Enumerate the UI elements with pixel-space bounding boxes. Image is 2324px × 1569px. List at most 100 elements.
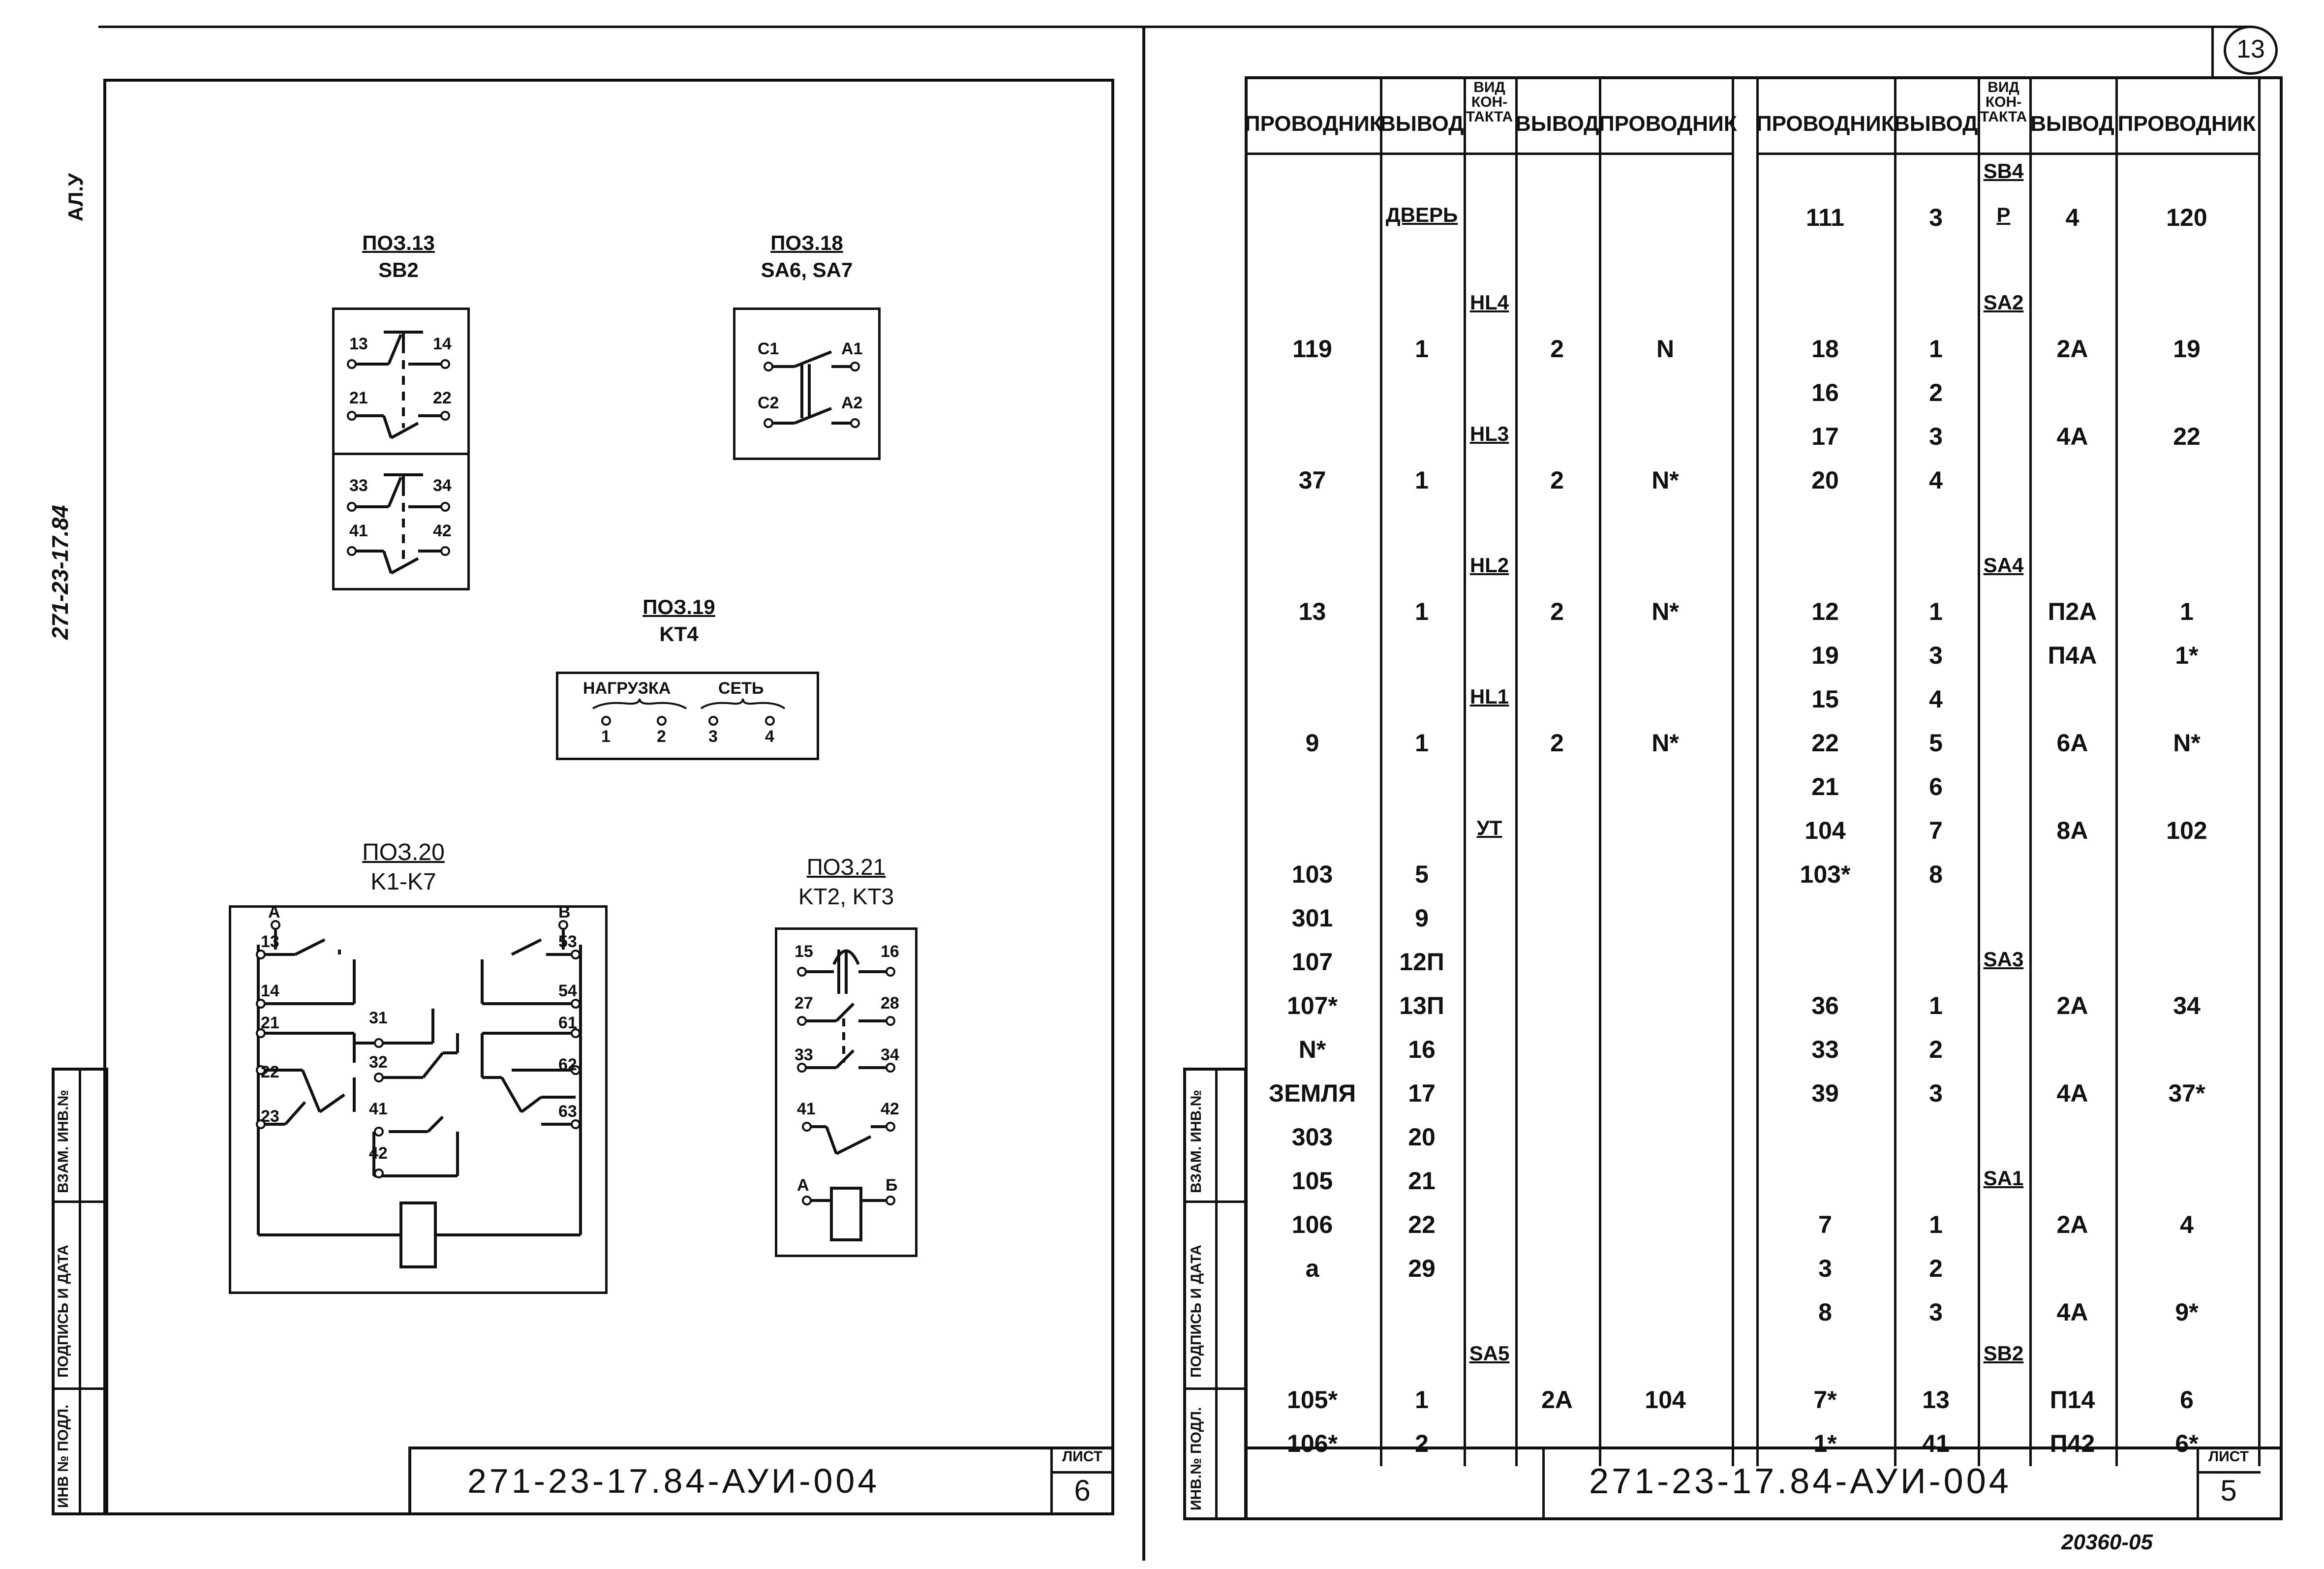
right-table-cell: 8A [2056,817,2088,844]
left-table-cell: 107* [1287,992,1338,1019]
right-table-vline [2115,76,2118,1466]
right-table-cell: 13 [1922,1386,1950,1414]
right-table-cell: П4А [2048,642,2097,669]
right-table-cell: 4 [2065,204,2079,231]
right-table-cell: 4 [1929,466,1943,494]
left-table-cell: HL2 [1469,554,1509,577]
pos13-pin-41: 41 [349,522,368,540]
pos13-pin-21: 21 [349,389,368,407]
left-table-cell: 2 [1550,335,1564,363]
right-table-cell: 34 [2173,992,2201,1019]
right-table-cell: 19 [1811,642,1839,669]
left-table-cell: 12П [1399,948,1444,976]
sheet-number-circle-text: 13 [2236,35,2265,63]
left-table-cell: a [1305,1255,1319,1282]
right-table-cell: 8 [1818,1298,1832,1326]
left-table-cell: 2 [1550,729,1564,757]
right-table-cell: 3 [1818,1255,1832,1282]
right-table-cell: 33 [1811,1036,1839,1063]
left-table-vline [1515,76,1518,1466]
pos19-net: СЕТЬ [718,679,764,698]
left-table-cell: 104 [1645,1386,1686,1414]
pos19-pin-3: 3 [708,727,718,746]
pos20-pin-31: 31 [369,1009,388,1027]
left-table-cell: 22 [1408,1211,1436,1238]
pos13-pin-42: 42 [433,522,452,540]
right-table-cell: 3 [1929,1298,1943,1326]
left-table-cell: 5 [1415,861,1429,888]
pos20-pin-14: 14 [261,982,279,1000]
right-table-cell: 2 [1929,379,1943,406]
pos21-pin-34: 34 [881,1046,899,1064]
left-table-cell: 21 [1408,1167,1436,1195]
left-table-cell: HL4 [1469,291,1509,314]
right-table-cell: 8 [1929,861,1943,888]
pos20-pin-b: B [558,903,571,922]
right-table-cell: 4 [1929,685,1943,713]
right-table-cell: 1* [1813,1430,1837,1457]
left-table-vline [1245,76,1247,1466]
right-table-cell: 39 [1811,1079,1839,1107]
right-table-cell: 1 [1929,598,1943,625]
left-table-cell: 119 [1292,335,1332,363]
right-table-header-1: ПРОВОДНИК [1756,112,1895,136]
left-table-cell: 2 [1415,1430,1429,1457]
left-table-header-2: ВЫВОД [1380,112,1464,136]
left-side-mark: АЛ.У [64,173,87,221]
pos20-ref: K1-K7 [370,869,436,895]
pos19-pin-4: 4 [765,727,774,746]
left-table-cell: 1 [1415,598,1429,625]
pos20-pin-13: 13 [261,932,279,951]
left-table-cell: 9 [1305,729,1319,757]
left-table-cell: 106* [1287,1430,1338,1457]
pos21-ref: KT2, KT3 [798,884,894,909]
pos18-pin-a2: A2 [841,394,863,412]
pos21-pin-41: 41 [797,1100,816,1118]
pos19-pin-1: 1 [601,727,611,746]
left-table-vline [1599,76,1601,1466]
pos20-pin-42: 42 [369,1144,388,1163]
pos18-pin-c2: C2 [758,394,779,412]
sheet-number-circle [2224,26,2278,75]
right-table-cell: 104 [1804,817,1846,844]
pos21-box [775,927,917,1257]
right-table-cell: 12 [1811,598,1839,625]
right-stamp-field-1: ИНВ.№ ПОДЛ. [1188,1407,1204,1510]
pos21-pin-15: 15 [795,942,813,961]
right-table-cell: 4A [2056,1079,2088,1107]
pos21-label: ПОЗ.21 [806,854,886,880]
pos20-pin-23: 23 [261,1107,279,1126]
right-table-vline [2029,76,2032,1466]
pos13-pin-13: 13 [349,335,368,353]
pos21-pin-16: 16 [881,942,899,961]
right-table-cell: 21 [1811,773,1839,800]
pos13-pin-22: 22 [433,389,452,407]
pos13-ref: SB2 [378,258,419,281]
left-table-cell: 303 [1291,1123,1333,1151]
left-table-cell: ДВЕРЬ [1385,203,1458,226]
bottom-code: 20360-05 [2061,1530,2153,1554]
right-table-cell: SA4 [1983,554,2024,577]
left-table-cell: HL1 [1469,685,1509,708]
left-sheet-number: 6 [1074,1474,1091,1507]
pos13-pin-14: 14 [433,335,452,353]
right-table-cell: 17 [1811,423,1839,450]
pos18-pin-a1: A1 [841,339,863,358]
left-table-cell: 2 [1550,466,1564,494]
right-table-cell: 120 [2166,204,2207,231]
pos19-box [556,672,819,760]
pos18-pin-c1: C1 [758,339,779,358]
pos13-label: ПОЗ.13 [362,231,435,254]
pos20-pin-54: 54 [558,982,577,1000]
right-table-cell: 6A [2056,729,2088,757]
right-table-cell: 22 [2173,423,2201,450]
left-table-cell: N* [1651,466,1679,494]
pos20-pin-a: A [268,903,280,922]
pos20-label: ПОЗ.20 [362,839,445,865]
pos18-label: ПОЗ.18 [770,231,843,254]
pos19-ref: KT4 [659,622,699,646]
right-table-header-3: ВИД КОН-ТАКТА [1980,79,2027,125]
left-table-cell: N [1656,335,1675,363]
right-table-cell: 2 [1929,1255,1943,1282]
right-table-cell: 7* [1813,1386,1837,1414]
